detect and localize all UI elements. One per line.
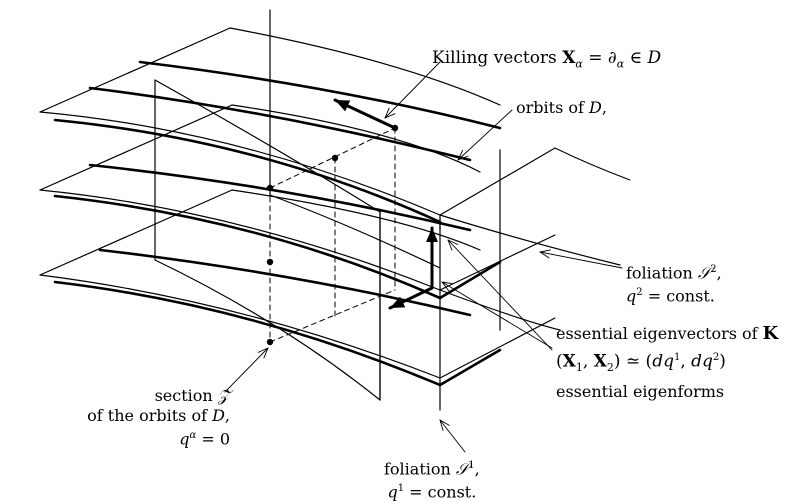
orbits-leader-head <box>457 149 469 161</box>
orbit-curve-7 <box>438 260 502 300</box>
orbit-curve-8 <box>438 348 502 387</box>
orbit-curve-2 <box>138 60 502 130</box>
eigen-leader-2 <box>447 239 553 351</box>
section-point-3 <box>266 258 274 266</box>
eigen-leader-1-head <box>441 281 454 292</box>
vsheet-back <box>269 9 441 269</box>
sheet-bottom-back-edge <box>231 189 481 251</box>
section-leader-head <box>257 347 269 359</box>
section-z-label: section 𝒵 of the orbits of D, qα = 0 <box>87 386 230 449</box>
orbit-curve-1 <box>88 86 472 162</box>
section-leader <box>224 347 269 393</box>
orbit-curve-5 <box>53 280 442 387</box>
eigen-arrow-up-head <box>426 228 438 242</box>
foliation1-leader-head <box>439 419 450 431</box>
orbits-leader <box>457 109 513 161</box>
sheet-bottom-right-edge <box>439 317 556 379</box>
sheet-middle-left-edge <box>39 104 233 191</box>
vsheet-left <box>154 79 381 401</box>
section-point-0 <box>266 184 274 192</box>
foliation1-leader <box>439 419 466 453</box>
orbit-curve-0 <box>53 118 442 224</box>
orbit-curve-6 <box>98 248 472 317</box>
sheet-bottom-tail <box>439 289 561 331</box>
sheet-top-left-edge <box>39 27 231 113</box>
eigen-label: essential eigenvectors of K (X1, X2) ≃ (… <box>556 323 779 402</box>
killing-arrow-head <box>335 100 351 112</box>
foliation2-leader <box>539 251 623 269</box>
sheet-bottom-front-edge <box>39 274 441 379</box>
eigen-leader-1 <box>441 281 553 349</box>
killing-vectors-label: Killing vectors Xα = ∂α ∈ D <box>432 48 662 71</box>
sheet-bottom-left-edge <box>39 189 233 276</box>
sheet-top-right-edge <box>439 147 556 216</box>
foliation2-leader-head <box>539 249 552 259</box>
eigen-arrow-left-head <box>390 296 406 308</box>
orbits-label: orbits of D, <box>516 98 607 117</box>
sheet-middle-tail <box>439 214 621 266</box>
section-point-4 <box>266 338 274 346</box>
foliation-s1-label: foliation 𝒮1, q1 = const. <box>384 459 480 502</box>
section-dashed-4 <box>269 289 396 343</box>
section-dashed-2 <box>269 127 396 189</box>
sheet-top-tail <box>554 147 631 181</box>
sheet-top-front-edge <box>39 111 441 216</box>
killing-leader-head <box>384 107 396 119</box>
orbit-curve-4 <box>88 163 472 232</box>
sheet-top-back-edge <box>229 27 501 106</box>
foliation-s2-label: foliation 𝒮2, q2 = const. <box>626 263 722 306</box>
sheet-middle-back-edge <box>231 104 481 173</box>
section-point-1 <box>331 154 339 162</box>
killing-leader <box>384 61 441 119</box>
sheet-middle-front-edge <box>39 189 441 291</box>
orbit-curve-3 <box>53 194 442 300</box>
eigen-leader-2-head <box>447 239 459 251</box>
